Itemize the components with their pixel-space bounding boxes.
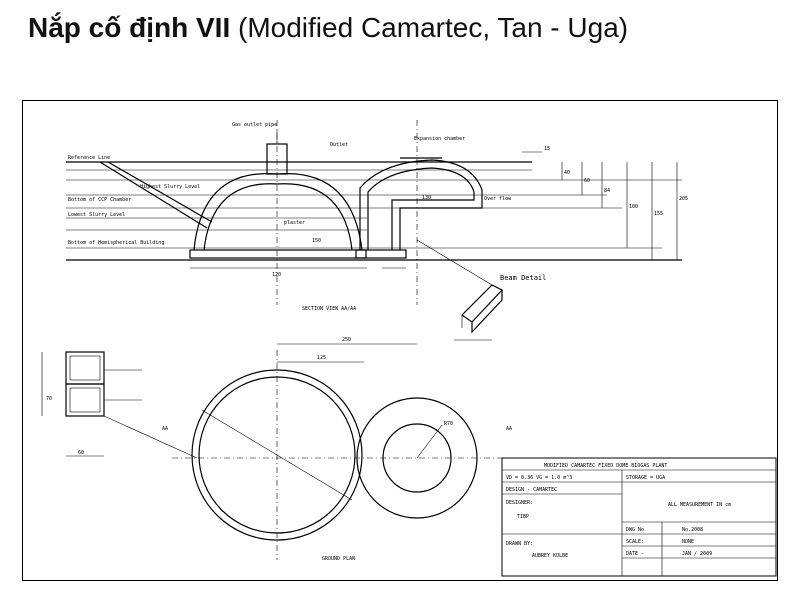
digester-outer [191,369,363,541]
ground-plan: 250 125 70 60 R70 AA AA GROUND PLAN [41,337,512,562]
dim-84: 84 [604,188,610,194]
title-block-vd: VD = 0.36 VG = 1.0 m^3 [506,475,572,481]
expansion-chamber [359,159,483,250]
label-gas-outlet-pipe: Gas outlet pipe [232,122,277,128]
ground-plan-label: GROUND PLAN [322,556,355,562]
title-block-date-label: DATE - [626,551,644,557]
title-block-measurement: ALL MEASUREMENT IN cm [668,502,731,508]
dim-155: 155 [654,211,663,217]
label-lowest-slurry: Lowest Slurry Level [68,212,125,218]
title-block-date: JAN / 2009 [682,551,712,557]
title-block-header: MODIFIED CAMARTEC FIXED DOME BIOGAS PLAN… [544,463,667,469]
title-block-dwg-no: No.2008 [682,527,703,533]
title-block: MODIFIED CAMARTEC FIXED DOME BIOGAS PLAN… [501,457,777,577]
dim-100: 100 [629,204,638,210]
title-block-design: DESIGN - CAMARTEC [506,487,557,493]
beam-detail: Beam Detail [454,274,546,341]
section-view: Beam Detail Gas outlet pipe Outlet Expan… [66,120,688,341]
dim-120: 120 [272,272,281,278]
title-block-scale-label: SCALE: [626,539,644,545]
title-block-storage: STORAGE = UGA [626,475,665,481]
inlet-pipe-wall [107,161,213,223]
label-aa-right: AA [506,426,512,432]
slide-title: Nắp cố định VII (Modified Camartec, Tan … [28,12,628,44]
dim-250: 250 [342,337,351,343]
dim-40: 40 [564,170,570,176]
label-highest-slurry: Highest Slurry Level [140,184,200,190]
dim-60: 60 [78,450,84,456]
inlet-connection [103,415,198,459]
dim-130: 130 [422,195,431,201]
dim-125: 125 [317,355,326,361]
detail-leader [416,239,493,286]
main-dome-inner [203,183,353,251]
expansion-chamber-inner [367,167,475,250]
title-block-dwg-label: DWG No [626,527,644,533]
label-r70: R70 [444,421,453,427]
label-bottom-hemisphere: Bottom of Hemispherical Building [68,240,164,246]
slide-title-normal: (Modified Camartec, Tan - Uga) [230,12,629,43]
dim-15: 15 [544,146,550,152]
section-view-label: SECTION VIEW AA/AA [302,306,356,312]
dim-150: 150 [312,238,321,244]
title-block-designer-label: DESIGNER: [506,500,533,506]
label-expansion-chamber: Expansion chamber [414,136,465,142]
expansion-foundation [355,249,407,259]
label-bottom-ccp: Bottom of CCP Chamber [68,197,131,203]
plan-diagonal [201,409,353,501]
label-plaster: plaster [284,220,305,226]
label-outlet: Outlet [330,142,348,148]
inlet-box-bottom-inner [69,387,101,413]
dim-205: 205 [679,196,688,202]
plan-radius [416,424,443,459]
title-block-scale: NONE [682,539,694,545]
title-block-designer: TIBP [517,514,529,520]
title-block-drawn-by-label: DRAWN BY: [506,541,533,547]
dim-60: 60 [584,178,590,184]
inlet-box-top-inner [69,355,101,381]
label-aa-left: AA [162,426,168,432]
biogas-technical-drawing: Beam Detail Gas outlet pipe Outlet Expan… [22,100,778,581]
inlet-pipe [99,161,208,229]
label-reference-line: Reference Line [68,155,110,161]
slide-title-bold: Nắp cố định VII [28,12,231,43]
dome-foundation [189,249,367,259]
beam-detail-label: Beam Detail [500,274,546,282]
dim-70: 70 [46,396,52,402]
title-block-drawn-by: AUBREY KOLBE [532,553,568,559]
label-overflow: Over flow [484,196,512,202]
